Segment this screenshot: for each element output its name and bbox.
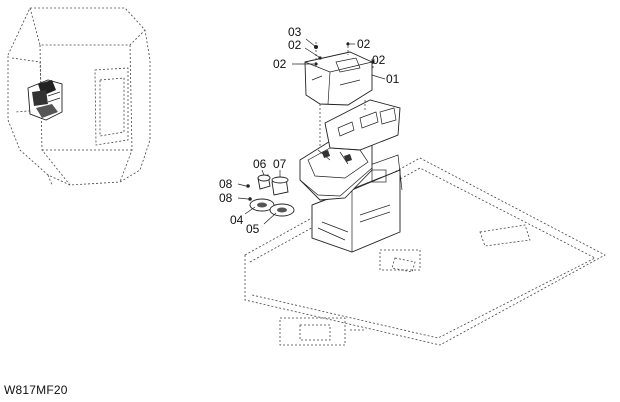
callout-02: 02	[372, 53, 386, 67]
callout-03: 03	[288, 25, 302, 39]
callout-06: 06	[253, 157, 267, 171]
callout-08: 08	[219, 177, 233, 191]
callout-04: 04	[230, 213, 244, 227]
screws	[314, 42, 375, 66]
small-fittings	[246, 174, 289, 201]
console-body	[299, 99, 401, 201]
callout-02: 02	[288, 38, 302, 52]
callout-labels: 01 02 02 02 02 03 04 05 06 07 08 08	[219, 25, 400, 236]
console-pedestal	[311, 154, 403, 253]
console-cover	[304, 51, 373, 106]
callout-01: 01	[386, 72, 400, 86]
callout-07: 07	[273, 157, 287, 171]
discs	[249, 198, 295, 217]
leader-lines	[237, 38, 386, 225]
callout-05: 05	[246, 222, 260, 236]
drawing-code: W817MF20	[4, 383, 68, 397]
callout-02: 02	[273, 57, 287, 71]
cab-console-highlight	[27, 79, 63, 121]
callout-02: 02	[357, 37, 371, 51]
cab-overview	[7, 7, 151, 186]
callout-08: 08	[219, 191, 233, 205]
floor-plate	[244, 157, 606, 346]
